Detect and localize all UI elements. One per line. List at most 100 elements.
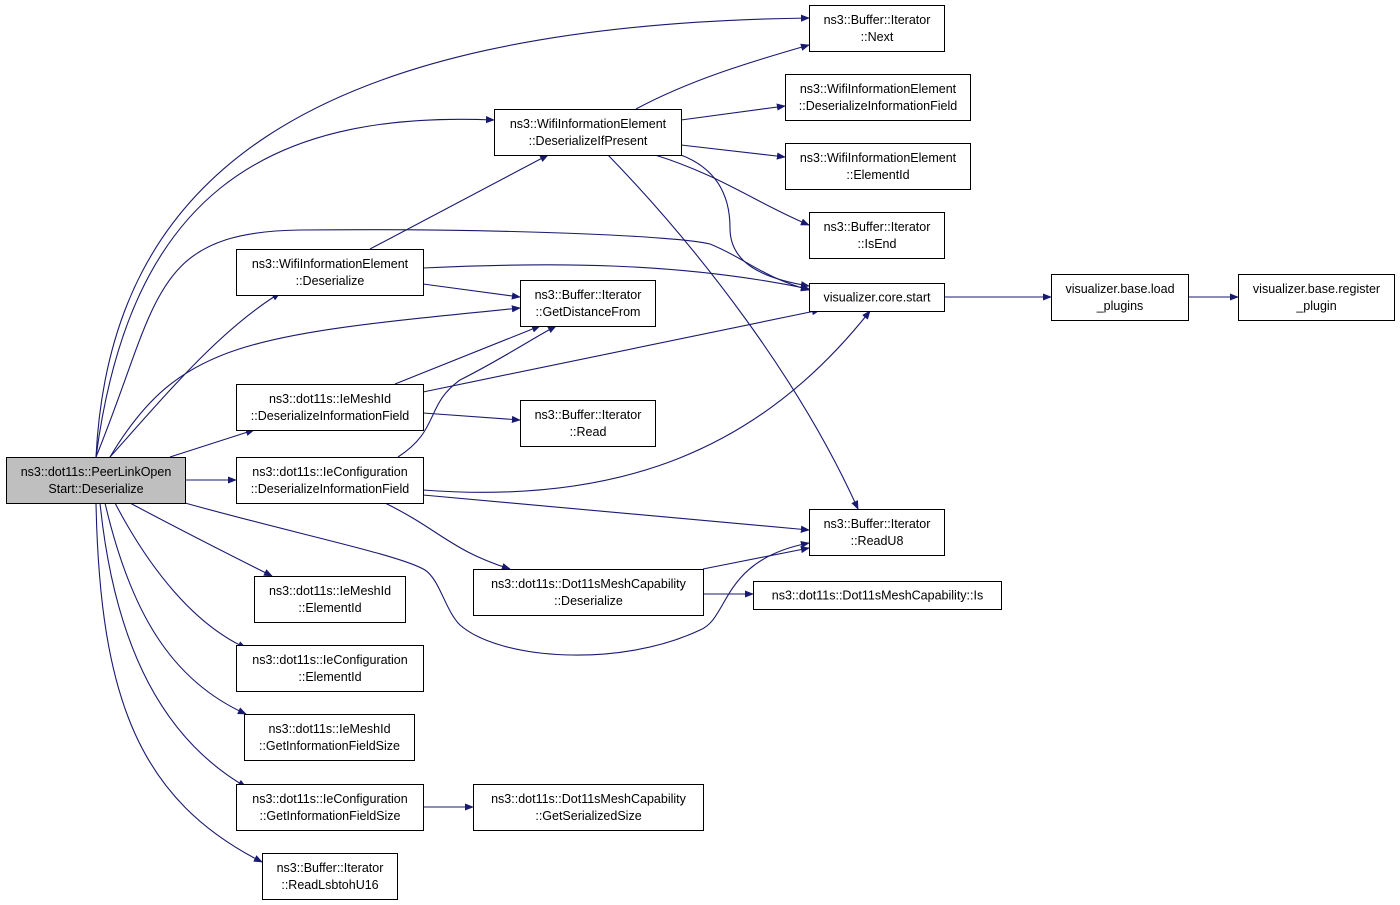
edge-mid_dif-to-buf_read xyxy=(422,412,521,424)
edge-wie_des-to-viz_start xyxy=(422,264,810,291)
node-label-line: ns3::WifiInformationElement xyxy=(800,151,957,165)
node-box[interactable] xyxy=(520,280,656,327)
node-cfg-dif[interactable]: ns3::dot11s::IeConfiguration::Deserializ… xyxy=(236,457,424,504)
edge-line xyxy=(422,494,810,533)
node-buf-gdf[interactable]: ns3::Buffer::Iterator::GetDistanceFrom xyxy=(520,280,656,327)
node-box[interactable] xyxy=(1051,274,1189,321)
node-buf-isend[interactable]: ns3::Buffer::Iterator::IsEnd xyxy=(809,212,945,259)
node-label-line: ns3::dot11s::IeMeshId xyxy=(268,722,390,736)
node-mid-dif[interactable]: ns3::dot11s::IeMeshId::DeserializeInform… xyxy=(236,384,424,431)
node-label-line: visualizer.base.register xyxy=(1253,282,1380,296)
node-box[interactable] xyxy=(236,384,424,431)
node-box[interactable] xyxy=(236,784,424,831)
node-box[interactable] xyxy=(1238,274,1395,321)
edge-line xyxy=(95,14,810,458)
edge-line xyxy=(680,154,810,289)
node-wie-dip[interactable]: ns3::WifiInformationElement::Deserialize… xyxy=(494,109,682,156)
node-viz-reg[interactable]: visualizer.base.register_plugin xyxy=(1238,274,1395,321)
node-label-line: ::DeserializeInformationField xyxy=(251,409,409,423)
edge-line xyxy=(99,502,247,788)
edge-cfg_dif-to-viz_start xyxy=(422,310,871,493)
node-label-line: ns3::dot11s::Dot11sMeshCapability xyxy=(491,792,687,806)
node-label-line: ::GetInformationFieldSize xyxy=(259,809,400,823)
edge-wie_dip-to-buf_next xyxy=(635,43,810,110)
edge-line xyxy=(422,412,521,424)
node-label-line: visualizer.base.load xyxy=(1065,282,1174,296)
edge-line xyxy=(104,502,247,715)
edge-line xyxy=(394,325,541,385)
node-wie-eid[interactable]: ns3::WifiInformationElement::ElementId xyxy=(785,143,971,190)
edge-line xyxy=(702,546,810,570)
node-box[interactable] xyxy=(6,457,186,504)
node-box[interactable] xyxy=(262,853,398,900)
edge-line xyxy=(129,502,273,577)
edge-line xyxy=(109,305,521,458)
node-label-line: ns3::Buffer::Iterator xyxy=(535,408,642,422)
edge-wie_des-to-wie_dip xyxy=(369,154,549,250)
edge-wie_dip-to-buf_readu8 xyxy=(607,154,859,510)
node-viz-load[interactable]: visualizer.base.load _plugins xyxy=(1051,274,1189,321)
node-label-line: ::DeserializeInformationField xyxy=(251,482,409,496)
node-label-line: ::Read xyxy=(570,425,607,439)
node-box[interactable] xyxy=(753,581,1002,610)
node-label-line: ns3::dot11s::Dot11sMeshCapability::Is xyxy=(772,589,983,603)
node-label-line: ::ReadU8 xyxy=(851,534,904,548)
node-box[interactable] xyxy=(473,784,704,831)
node-box[interactable] xyxy=(785,143,971,190)
node-box[interactable] xyxy=(785,74,971,121)
node-box[interactable] xyxy=(809,212,945,259)
node-box[interactable] xyxy=(244,714,415,761)
edge-line xyxy=(397,325,557,458)
node-wie-dif[interactable]: ns3::WifiInformationElement::Deserialize… xyxy=(785,74,971,121)
edge-line xyxy=(169,429,255,458)
edge-root-to-buf_readu8 xyxy=(184,502,810,656)
node-label-line: ns3::Buffer::Iterator xyxy=(535,288,642,302)
edge-line xyxy=(635,43,810,110)
node-buf-next[interactable]: ns3::Buffer::Iterator::Next xyxy=(809,5,945,52)
node-wie-des[interactable]: ns3::WifiInformationElement::Deserialize xyxy=(236,249,424,296)
node-cfg-gifs[interactable]: ns3::dot11s::IeConfiguration::GetInforma… xyxy=(236,784,424,831)
node-label-line: ::DeserializeIfPresent xyxy=(529,134,648,148)
edge-line xyxy=(422,308,821,393)
node-box[interactable] xyxy=(236,249,424,296)
edge-line xyxy=(114,502,247,649)
node-buf-read[interactable]: ns3::Buffer::Iterator::Read xyxy=(520,400,656,447)
node-box[interactable] xyxy=(254,576,406,623)
node-cfg-eid[interactable]: ns3::dot11s::IeConfiguration::ElementId xyxy=(236,645,424,692)
node-mid-gifs[interactable]: ns3::dot11s::IeMeshId::GetInformationFie… xyxy=(244,714,415,761)
node-box[interactable] xyxy=(520,400,656,447)
node-box[interactable] xyxy=(236,457,424,504)
node-box[interactable] xyxy=(473,569,704,616)
node-box[interactable] xyxy=(236,645,424,692)
edge-line xyxy=(95,502,263,863)
node-label-line: ns3::WifiInformationElement xyxy=(510,117,667,131)
edge-root-to-wie_dip xyxy=(95,116,495,458)
edge-root-to-mid_dif xyxy=(169,429,255,458)
edge-root-to-viz_start xyxy=(95,229,810,458)
node-cap-gss[interactable]: ns3::dot11s::Dot11sMeshCapability::GetSe… xyxy=(473,784,704,831)
node-label-line: ::Deserialize xyxy=(296,274,365,288)
node-cap-is[interactable]: ns3::dot11s::Dot11sMeshCapability::Is xyxy=(753,581,1002,610)
node-layer: ns3::dot11s::PeerLinkOpenStart::Deserial… xyxy=(6,5,1395,900)
node-root[interactable]: ns3::dot11s::PeerLinkOpenStart::Deserial… xyxy=(6,457,186,504)
node-buf-rlu16[interactable]: ns3::Buffer::Iterator::ReadLsbtohU16 xyxy=(262,853,398,900)
node-label-line: ns3::dot11s::IeMeshId xyxy=(269,392,391,406)
edge-line xyxy=(184,502,810,656)
edge-cap_des-to-buf_readu8 xyxy=(702,546,810,570)
edge-root-to-cfg_eid xyxy=(114,502,247,649)
node-label-line: ::IsEnd xyxy=(858,237,897,251)
node-viz-start[interactable]: visualizer.core.start xyxy=(809,283,945,312)
node-box[interactable] xyxy=(809,283,945,312)
node-buf-readu8[interactable]: ns3::Buffer::Iterator::ReadU8 xyxy=(809,509,945,556)
node-box[interactable] xyxy=(809,509,945,556)
edge-cfg_dif-to-buf_readu8 xyxy=(422,494,810,533)
edge-root-to-cfg_gifs xyxy=(99,502,247,788)
node-cap-des[interactable]: ns3::dot11s::Dot11sMeshCapability::Deser… xyxy=(473,569,704,616)
edge-root-to-buf_gdf xyxy=(109,305,521,458)
node-box[interactable] xyxy=(809,5,945,52)
edge-line xyxy=(607,154,859,510)
edge-line xyxy=(680,144,786,160)
node-box[interactable] xyxy=(494,109,682,156)
node-mid-eid[interactable]: ns3::dot11s::IeMeshId::ElementId xyxy=(254,576,406,623)
node-label-line: _plugins xyxy=(1096,299,1144,313)
